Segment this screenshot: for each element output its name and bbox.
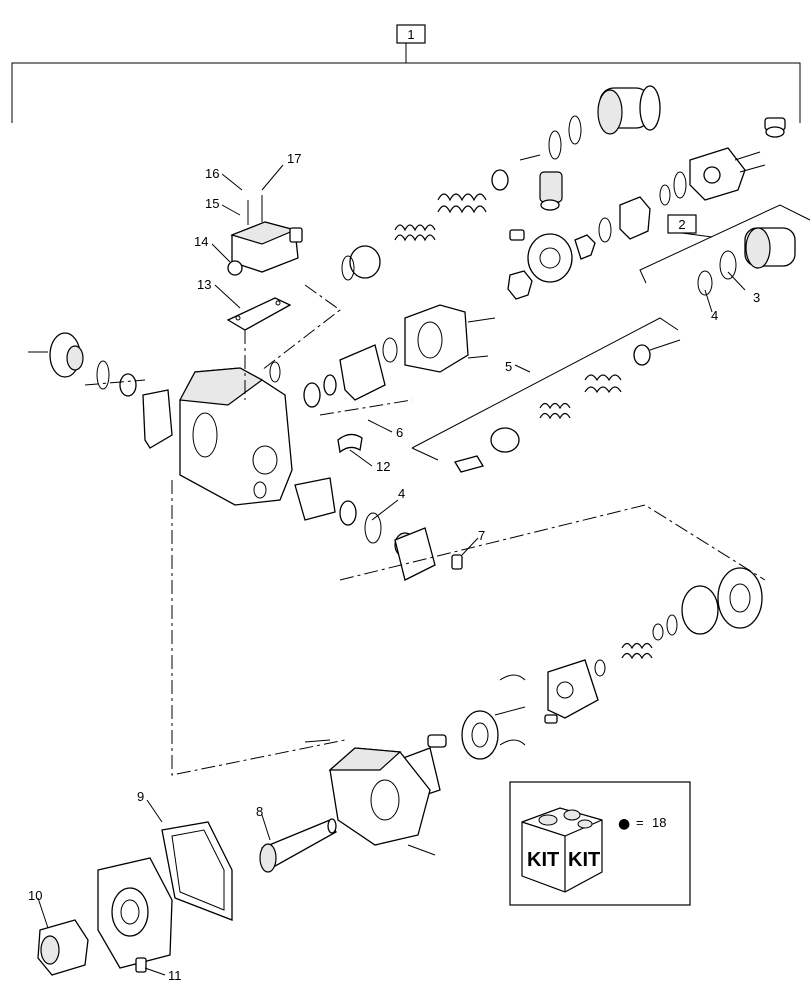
kit-bullet-icon: ● (618, 816, 630, 832)
middle-pump-parts (507, 196, 651, 300)
kit-equals: = (636, 815, 644, 830)
callout-10: 10 (28, 888, 42, 903)
callout-3: 3 (753, 290, 760, 305)
upper-shaft-parts (491, 85, 786, 211)
control-valve-block (227, 195, 303, 276)
callout-2: 2 (678, 217, 685, 232)
drive-coupler-10 (37, 919, 89, 976)
upper-springs (341, 193, 487, 281)
assembly-bracket-2: 2 (639, 204, 811, 284)
callout-14: 14 (194, 234, 208, 249)
kit-number-18: 18 (652, 815, 666, 830)
callout-labels: 3 4 4 5 6 7 8 9 10 11 12 13 14 15 16 17 (28, 151, 760, 983)
left-cover-parts (28, 332, 173, 449)
lower-pump-assembly (304, 567, 763, 856)
kit-legend: KIT KIT ● = 18 (509, 781, 691, 906)
gasket-13 (226, 297, 292, 331)
end-cover (97, 857, 173, 969)
middle-bearing-parts (269, 304, 496, 408)
callout-6: 6 (396, 425, 403, 440)
drive-shaft-8 (259, 818, 337, 873)
assembly-centerlines (84, 284, 766, 776)
callout-4-lower: 4 (398, 486, 405, 501)
callout-1: 1 (407, 27, 414, 42)
callout-13: 13 (197, 277, 211, 292)
callout-16: 16 (205, 166, 219, 181)
cartridge-subassembly-5 (411, 317, 681, 473)
assembly-bracket-1: 1 (11, 24, 801, 123)
callout-17: 17 (287, 151, 301, 166)
callout-7: 7 (478, 528, 485, 543)
callout-4-upper: 4 (711, 308, 718, 323)
screw-11 (135, 957, 147, 973)
seal-kit-parts (697, 227, 796, 296)
main-housing (179, 367, 293, 506)
callout-8: 8 (256, 804, 263, 819)
leader-lines (37, 164, 746, 976)
callout-9: 9 (137, 789, 144, 804)
kit-label-right: KIT (568, 849, 600, 871)
gasket-9 (161, 821, 233, 921)
callout-15: 15 (205, 196, 219, 211)
callout-12: 12 (376, 459, 390, 474)
bushing-seal (337, 433, 363, 454)
kit-label-left: KIT (527, 849, 559, 871)
callout-11: 11 (168, 968, 182, 983)
callout-5: 5 (505, 359, 512, 374)
lower-bearing-group (294, 477, 463, 581)
